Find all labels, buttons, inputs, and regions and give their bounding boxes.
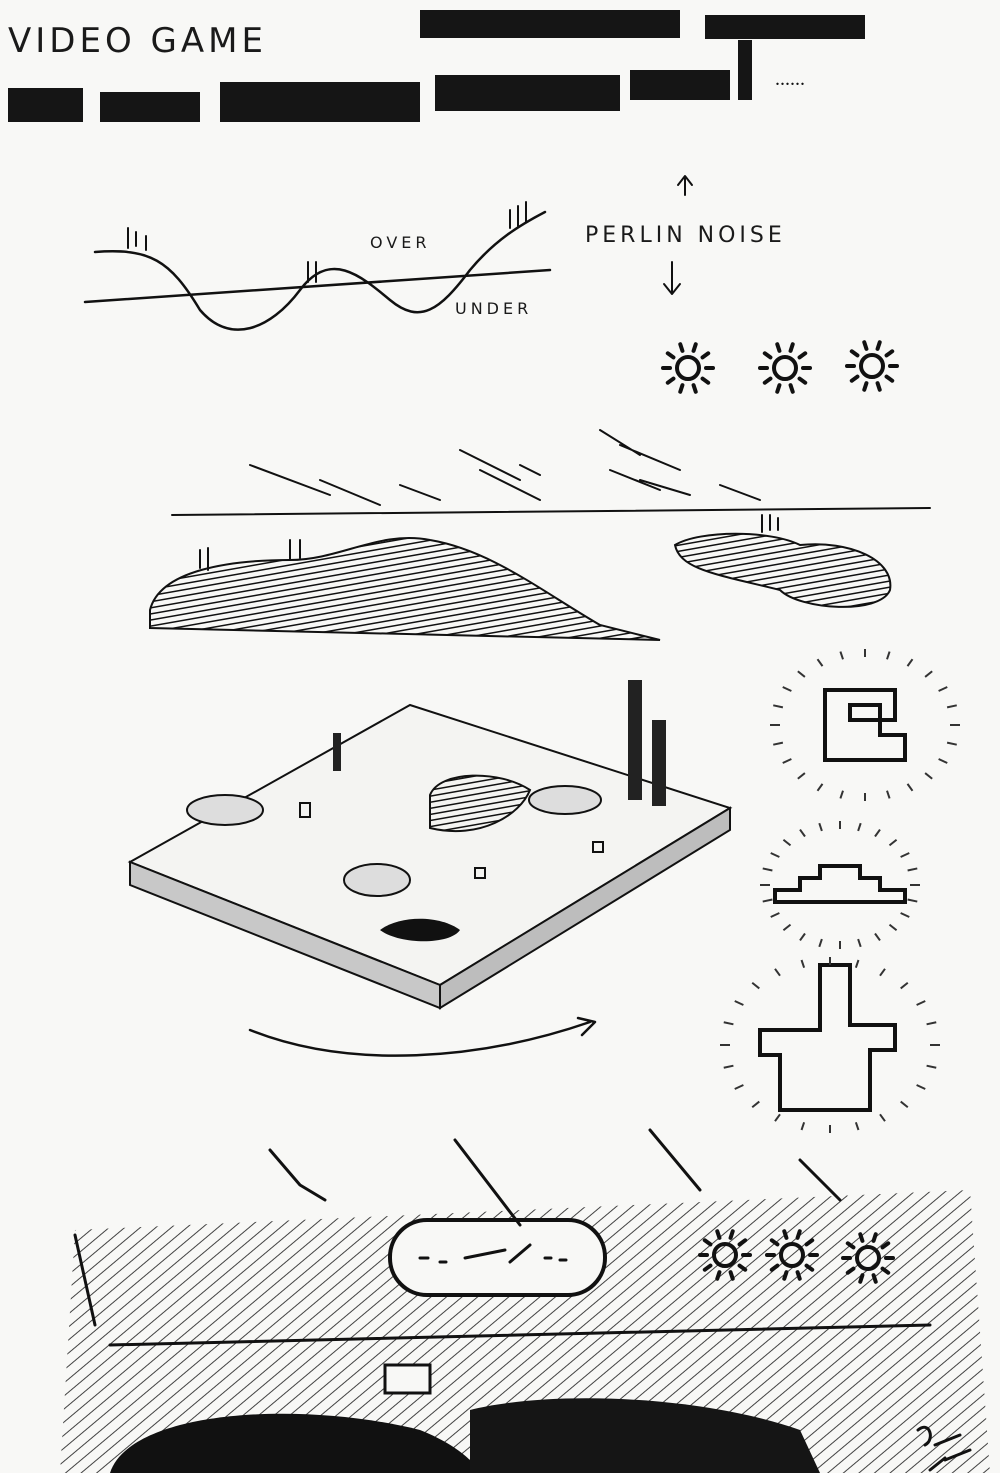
glow-ray <box>723 1064 734 1069</box>
pixel-mound-icon <box>773 864 907 904</box>
glow-ray <box>924 670 933 678</box>
glow-ray <box>770 852 780 858</box>
glow-ray <box>839 790 844 799</box>
arrow-down-icon <box>663 261 681 295</box>
glow-ray <box>900 981 909 990</box>
glow-ray <box>773 741 784 746</box>
isometric-board <box>127 680 733 1057</box>
title-text: VIDEO GAME <box>8 21 267 61</box>
side-view-landscape <box>149 429 931 641</box>
glow-ray <box>938 686 948 692</box>
glow-ray <box>762 898 773 903</box>
under-label: UNDER <box>455 299 532 318</box>
sun-icon <box>765 1229 819 1281</box>
glow-ray <box>774 968 781 977</box>
sun-icons-bottom <box>698 1229 895 1284</box>
sun-icons-top <box>661 340 899 394</box>
pixel-tower-icon <box>758 963 897 1112</box>
sun-icon <box>661 342 715 394</box>
glow-ray <box>886 651 891 660</box>
glow-ray <box>816 658 824 667</box>
glow-ray <box>907 898 918 903</box>
over-label: OVER <box>370 233 430 252</box>
glow-ray <box>774 1113 781 1122</box>
glow-ray <box>773 704 784 709</box>
pixel-glyph-icons <box>720 649 960 1133</box>
sun-icon <box>845 340 899 392</box>
glow-ray <box>797 670 806 678</box>
glow-ray <box>782 758 792 764</box>
glow-ray <box>879 1113 886 1122</box>
perlin-noise-annotation: PERLIN NOISE <box>585 175 786 295</box>
glow-ray <box>800 959 806 969</box>
perlin-wave-diagram: OVER UNDER <box>83 201 552 331</box>
glow-ray <box>900 852 910 858</box>
glow-ray <box>946 741 957 746</box>
glow-ray <box>818 938 823 948</box>
glow-ray <box>723 1021 734 1026</box>
glow-ray <box>751 1100 760 1109</box>
glow-ray <box>926 1021 937 1026</box>
arrow-up-icon <box>677 175 693 196</box>
glow-ray <box>816 783 824 792</box>
glow-ray <box>916 1000 926 1006</box>
glow-ray <box>879 968 886 977</box>
glow-ray <box>874 932 881 942</box>
glow-ray <box>926 1064 937 1069</box>
glow-ray <box>946 704 957 709</box>
signature <box>916 1425 972 1472</box>
glow-ray <box>888 838 898 847</box>
glow-ray <box>818 822 823 832</box>
glow-ray <box>924 772 933 780</box>
glow-ray <box>906 658 914 667</box>
glow-ray <box>888 923 898 932</box>
glow-ray <box>799 932 806 942</box>
glow-ray <box>906 783 914 792</box>
glow-ray <box>857 822 862 832</box>
glow-ray <box>782 923 792 932</box>
glow-ray <box>782 838 792 847</box>
glow-ray <box>751 981 760 990</box>
sun-icon <box>698 1229 752 1281</box>
glow-ray <box>797 772 806 780</box>
glow-ray <box>900 912 910 918</box>
speech-bubble <box>388 1218 607 1297</box>
glow-ray <box>762 867 773 872</box>
glow-ray <box>734 1000 744 1006</box>
redacted-text: ...... <box>8 10 865 122</box>
glow-ray <box>799 828 806 838</box>
perlin-noise-label: PERLIN NOISE <box>585 223 786 248</box>
glow-ray <box>886 790 891 799</box>
glow-ray <box>734 1084 744 1090</box>
glow-ray <box>938 758 948 764</box>
glow-ray <box>900 1100 909 1109</box>
glow-ray <box>839 651 844 660</box>
glow-ray <box>854 959 860 969</box>
glow-ray <box>916 1084 926 1090</box>
glow-ray <box>782 686 792 692</box>
svg-text:......: ...... <box>775 68 805 90</box>
sun-icon <box>841 1232 895 1284</box>
underground-scene <box>60 1128 990 1473</box>
glow-ray <box>800 1121 806 1131</box>
glow-ray <box>770 912 780 918</box>
glow-ray <box>907 867 918 872</box>
sun-icon <box>758 342 812 394</box>
glow-ray <box>854 1121 860 1131</box>
glow-ray <box>874 828 881 838</box>
pixel-creature-icon <box>823 688 907 762</box>
glow-ray <box>857 938 862 948</box>
